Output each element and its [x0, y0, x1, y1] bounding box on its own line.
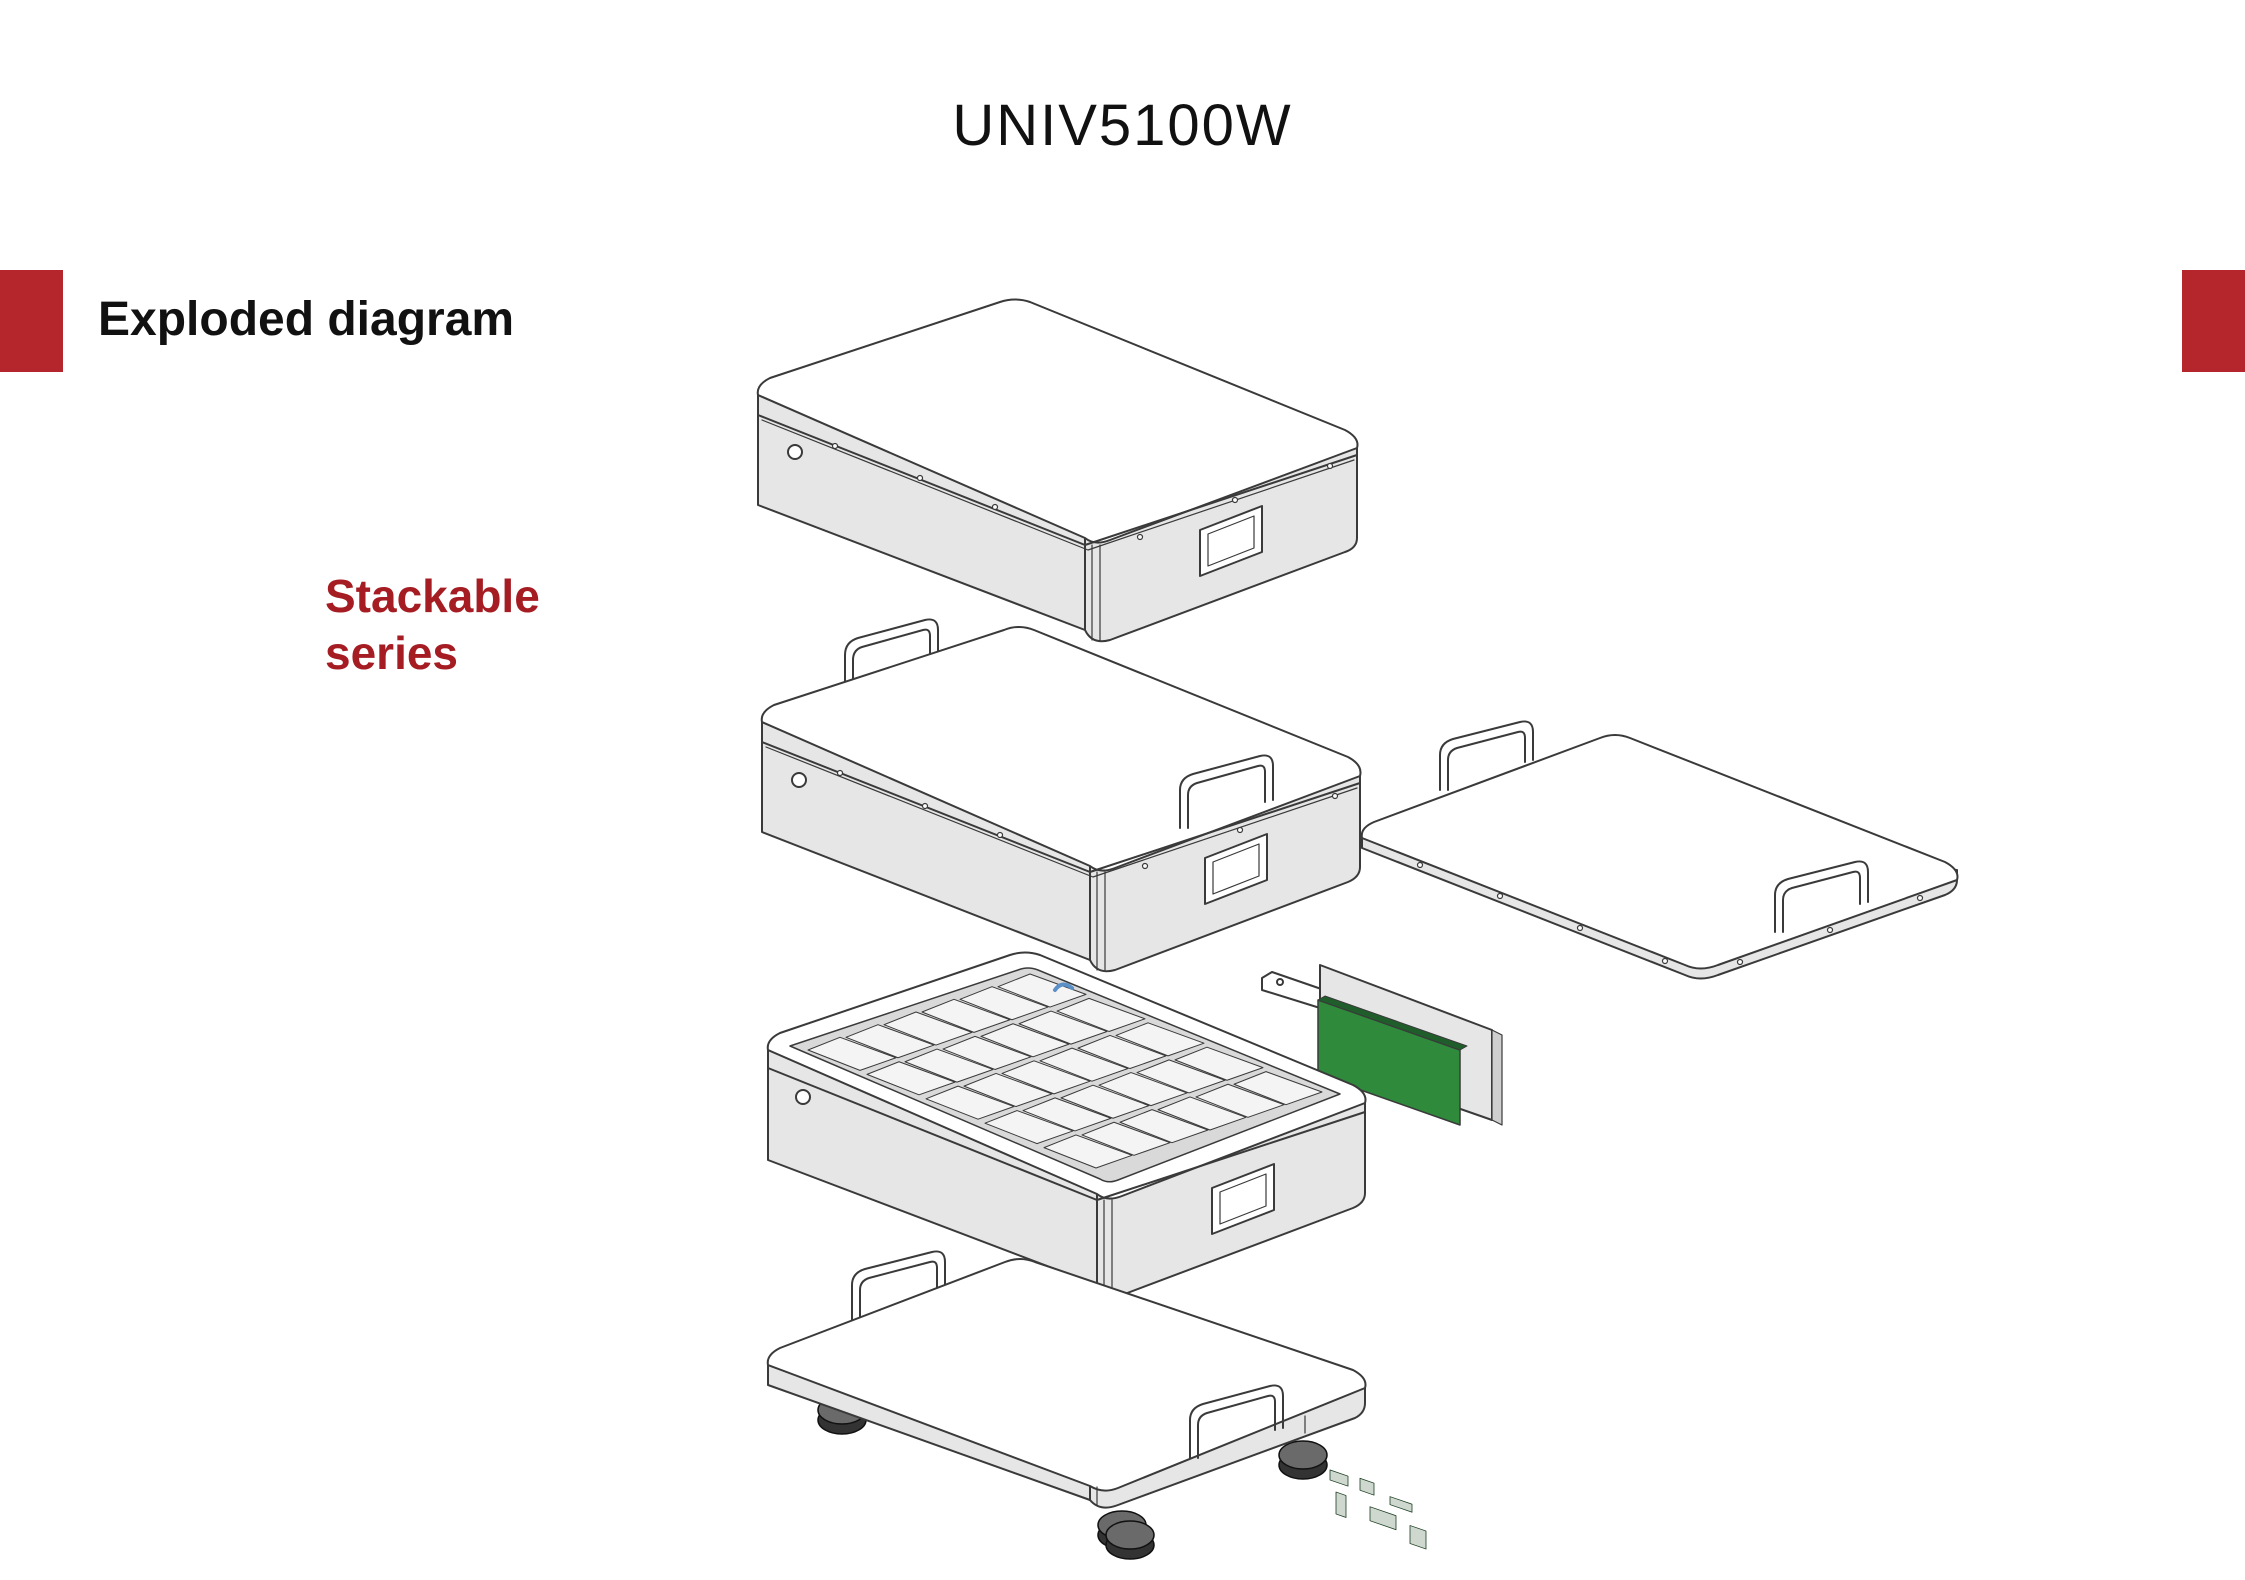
accent-bar-right	[2182, 270, 2245, 372]
battery-cell	[963, 1072, 1053, 1108]
battery-cell	[807, 1036, 897, 1071]
stackable-series-label: Stackable series	[325, 568, 625, 682]
battery-cell	[1098, 1072, 1188, 1107]
subtitle-line-1: Stackable	[325, 570, 540, 622]
subtitle-line-2: series	[325, 627, 459, 679]
battery-cell	[984, 1110, 1074, 1145]
battery-cell	[925, 1085, 1015, 1120]
battery-cell	[921, 998, 1011, 1033]
battery-cell	[1081, 1121, 1171, 1156]
battery-cell	[1060, 1084, 1150, 1119]
battery-cell	[1056, 997, 1146, 1032]
battery-cell	[1018, 1010, 1108, 1045]
battery-cell	[904, 1048, 994, 1083]
battery-cell	[1195, 1083, 1285, 1118]
section-heading: Exploded diagram	[98, 293, 515, 346]
top-cover-module	[756, 298, 1359, 643]
battery-cell	[1115, 1022, 1205, 1057]
battery-cell	[1136, 1059, 1226, 1094]
battery-cell	[866, 1061, 956, 1096]
battery-cell	[1119, 1109, 1209, 1144]
battery-cell	[1174, 1046, 1264, 1081]
battery-cell	[1043, 1134, 1133, 1169]
battery-cell	[1157, 1096, 1247, 1131]
battery-cell	[1233, 1071, 1323, 1106]
wheeled-base	[766, 1250, 1367, 1560]
battery-cell	[1039, 1047, 1129, 1082]
battery-cell	[883, 1011, 973, 1046]
side-lid-panel	[1360, 720, 1959, 980]
battery-cell	[980, 1023, 1070, 1058]
pcb-board	[1261, 964, 1503, 1550]
battery-cell	[959, 986, 1049, 1021]
battery-cell	[942, 1035, 1032, 1070]
battery-cell	[1022, 1097, 1112, 1132]
battery-cell	[1001, 1060, 1091, 1095]
battery-cell	[997, 973, 1087, 1008]
battery-cell	[845, 1024, 935, 1059]
middle-module-with-handles	[760, 618, 1362, 973]
battery-cell-module	[766, 951, 1367, 1298]
battery-cell	[1077, 1034, 1167, 1070]
accent-bar-left	[0, 270, 63, 372]
page-title: UNIV5100W	[952, 93, 1293, 158]
